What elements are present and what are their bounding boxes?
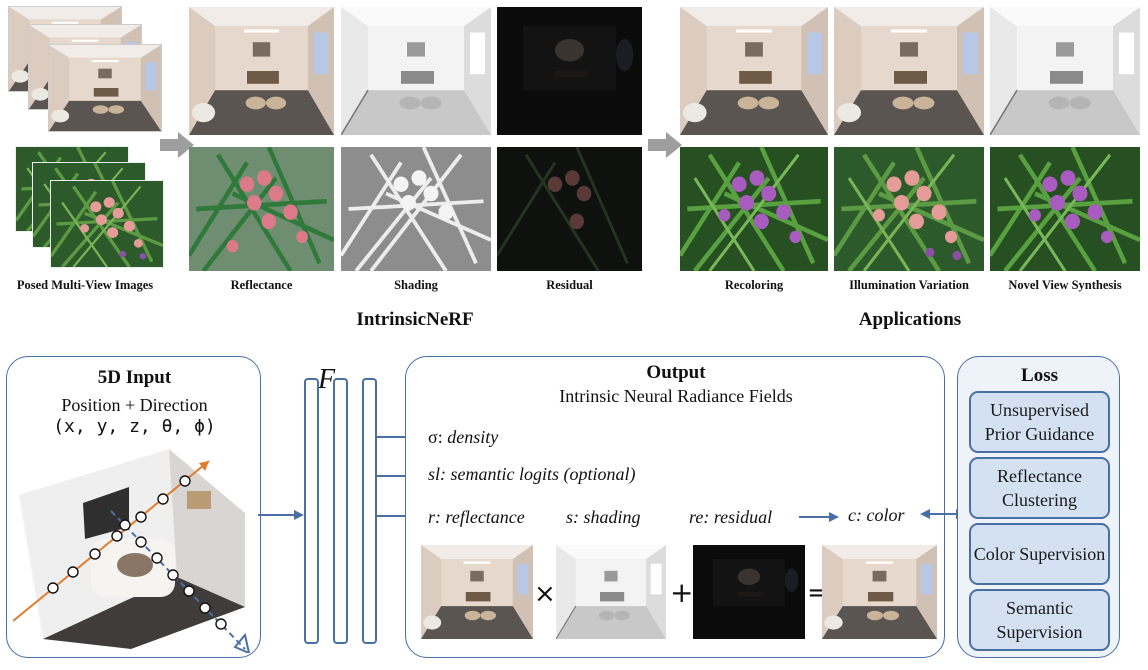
caption-posed: Posed Multi-View Images [16,278,154,292]
output-subtitle: Intrinsic Neural Radiance Fields [559,386,793,406]
network-layer-1 [304,378,319,644]
caption-shading: Shading [394,278,438,292]
composition-reflectance [421,545,533,639]
output-title: Output [646,362,706,383]
output-residual: re: residual [689,507,773,527]
output-reflectance: r: reflectance [428,507,525,527]
caption-residual: Residual [546,278,593,292]
loss-color-supervision: Color Supervision [969,523,1110,585]
posed-flower-front [50,180,164,268]
network-layer-2 [333,378,348,644]
reflectance-room-image [189,7,334,135]
input-vars: (x, y, z, θ, ϕ) [53,416,216,437]
loss-unsupervised-prior: Unsupervised Prior Guidance [969,391,1110,453]
output-semantic: sl: semantic logits (optional) [428,464,636,484]
gray-arrow-left [160,132,194,158]
arrow-input-to-network [258,510,304,520]
loss-title: Loss [1021,365,1058,386]
novel-view-room-image [990,7,1140,135]
recoloring-room-image [680,7,828,135]
title-intrinsicnerf: IntrinsicNeRF [356,309,474,330]
network-label-main: F [318,364,336,395]
composition-residual [693,545,805,639]
residual-room-image [497,7,642,135]
caption-recoloring: Recoloring [724,278,784,292]
shading-flower-image [341,147,491,271]
network-layer-3 [362,378,377,644]
times-symbol: × [534,579,556,609]
posed-room-front [48,44,162,132]
caption-illumination: Illumination Variation [849,278,969,292]
gray-arrow-right [648,132,682,158]
ray-sampling-scene [13,449,251,653]
input-title: 5D Input [97,367,172,388]
input-panel: 5D Input Position + Direction (x, y, z, … [6,356,261,658]
illumination-room-image [834,7,984,135]
reflectance-flower-image [189,147,334,271]
caption-novel-view: Novel View Synthesis [1008,278,1122,292]
shading-room-image [341,7,491,135]
output-color: c: color [848,505,905,525]
density-key: σ: [428,427,443,447]
loss-reflectance-clustering: Reflectance Clustering [969,457,1110,519]
output-panel: Output Intrinsic Neural Radiance Fields … [405,356,945,658]
output-shading: s: shading [566,507,641,527]
arrow-to-color [799,512,839,522]
caption-reflectance: Reflectance [230,278,293,292]
residual-flower-image [497,147,642,271]
loss-panel: Loss Unsupervised Prior Guidance Reflect… [957,356,1120,658]
density-value: density [447,427,499,447]
loss-semantic-supervision: Semantic Supervision [969,589,1110,651]
title-applications: Applications [858,309,962,330]
output-density: σ: density [428,427,498,448]
input-subtitle: Position + Direction [61,395,208,415]
composition-shading [556,545,666,639]
plus-symbol: + [670,576,694,609]
illumination-flower-image [834,147,984,271]
composition-color [822,545,937,639]
recoloring-flower-image [680,147,828,271]
novel-view-flower-image [990,147,1140,271]
